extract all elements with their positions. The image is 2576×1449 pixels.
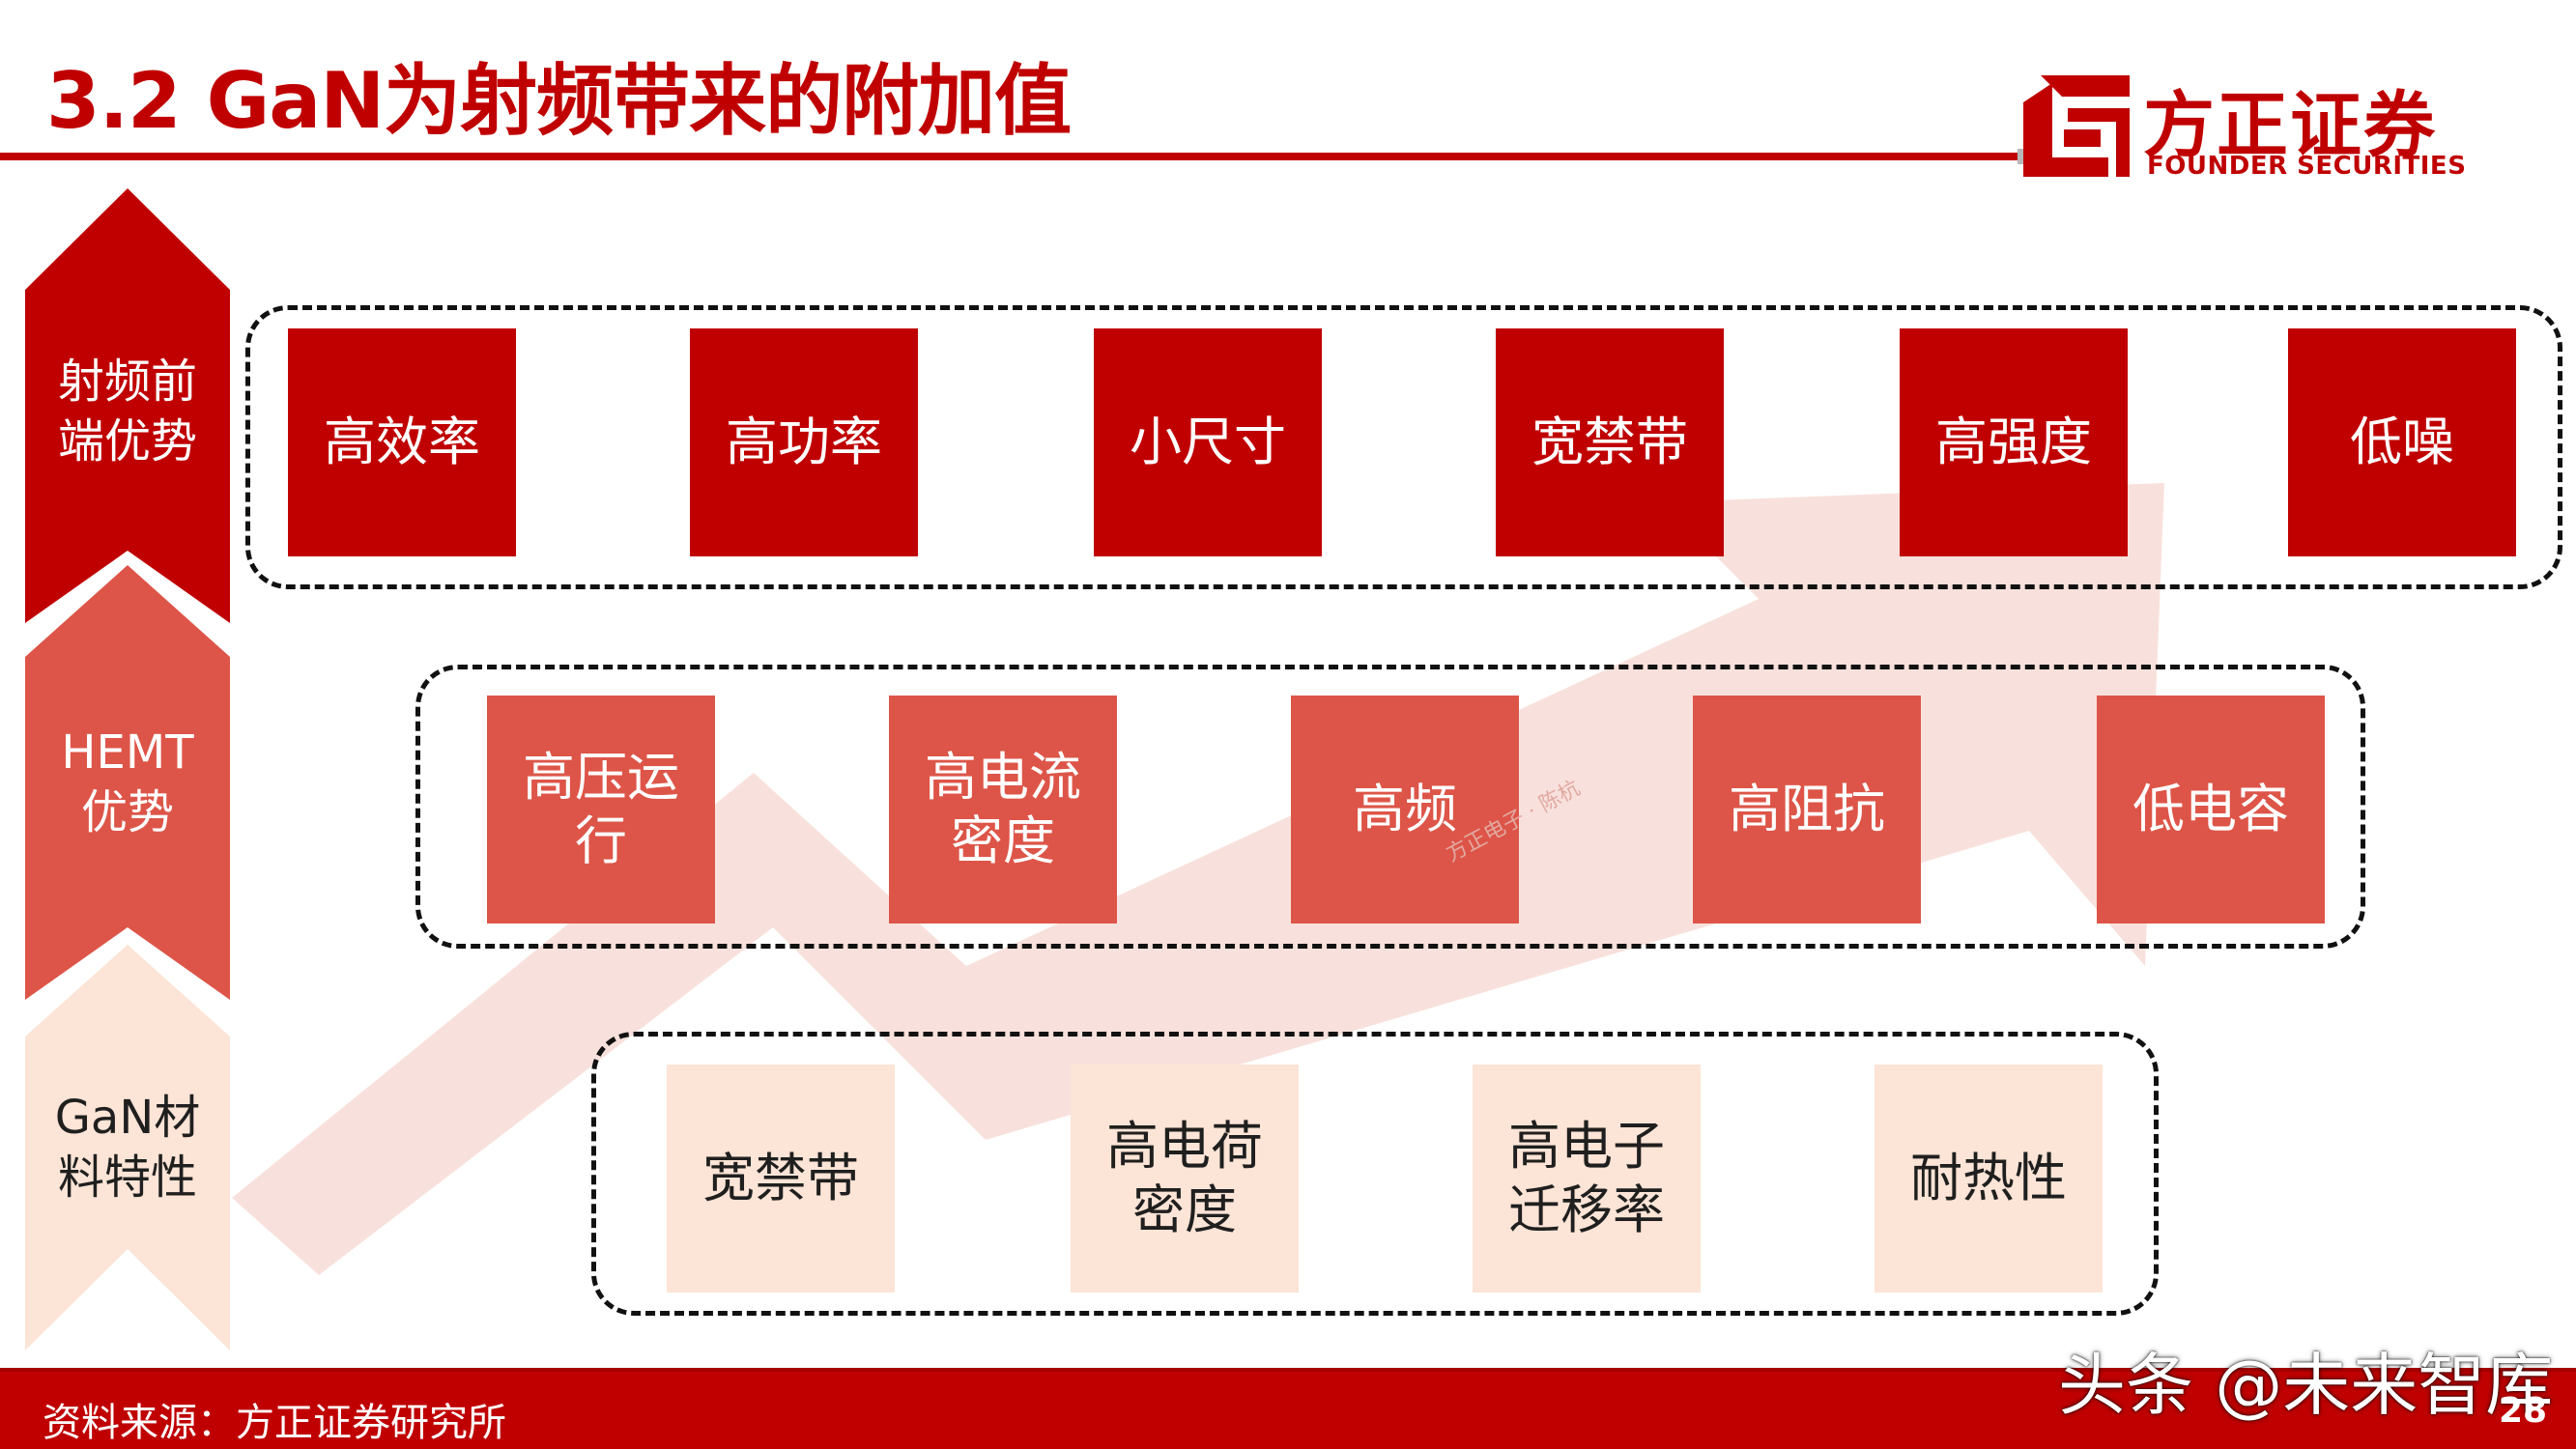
hemt-advantage-cell: 高压运行 xyxy=(487,696,715,923)
rf-advantage-cell: 高效率 xyxy=(288,328,516,556)
founder-logo-icon xyxy=(2023,75,2130,177)
level-label-gan-material: GaN材料特性 xyxy=(54,1091,201,1205)
gan-property-cell: 高电荷密度 xyxy=(1071,1065,1299,1293)
gan-property-cell: 耐热性 xyxy=(1875,1065,2103,1293)
hemt-advantage-cell: 低电容 xyxy=(2097,696,2325,923)
footer-bar-edge xyxy=(0,1368,2576,1374)
level-chevron-rf-frontend xyxy=(25,188,230,623)
rf-advantage-cell: 低噪 xyxy=(2288,328,2516,556)
footer-source: 资料来源：方正证券研究所 xyxy=(43,1401,506,1445)
footer-brand-watermark: 头条 @未来智库 xyxy=(2058,1346,2554,1425)
logo-text-cn: 方正证券 xyxy=(2143,84,2437,167)
title-underline xyxy=(0,153,2024,160)
gan-property-cell: 高电子迁移率 xyxy=(1473,1065,1701,1293)
footer-bar xyxy=(0,1372,2576,1449)
rf-advantage-cell: 高功率 xyxy=(690,328,918,556)
group-rf-frontend xyxy=(245,305,2562,589)
group-hemt xyxy=(415,665,2365,949)
logo-text-en: FOUNDER SECURITIES xyxy=(2147,152,2467,181)
level-chevron-gan-material xyxy=(25,945,230,1350)
group-gan-material xyxy=(591,1032,2159,1316)
level-chevron-hemt xyxy=(25,565,230,1000)
gan-property-cell: 宽禁带 xyxy=(667,1065,895,1293)
rf-advantage-cell: 高强度 xyxy=(1900,328,2128,556)
rf-advantage-cell: 宽禁带 xyxy=(1496,328,1724,556)
hemt-advantage-cell: 高电流密度 xyxy=(889,696,1117,923)
hemt-advantage-cell: 高频 xyxy=(1291,696,1519,923)
page-title: 3.2 GaN为射频带来的附加值 xyxy=(46,56,1072,146)
page-number: 28 xyxy=(2499,1391,2548,1431)
rf-advantage-cell: 小尺寸 xyxy=(1094,328,1322,556)
level-label-rf-frontend: 射频前端优势 xyxy=(57,355,197,469)
hemt-advantage-cell: 高阻抗 xyxy=(1693,696,1921,923)
